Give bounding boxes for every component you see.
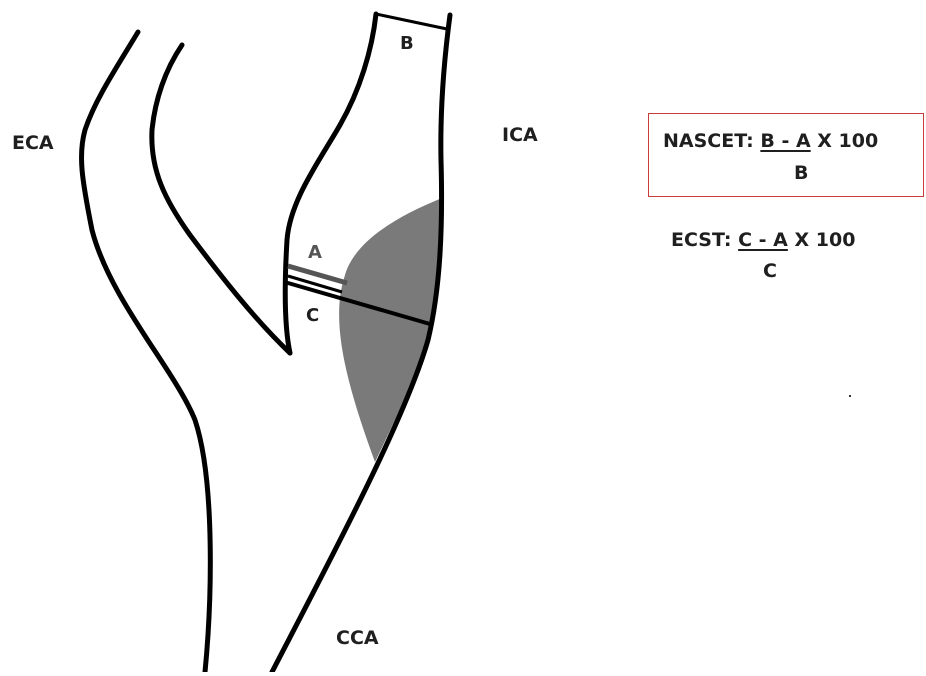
label-eca: ECA [12, 132, 54, 154]
nascet-formula: NASCET: B - A X 100 [663, 130, 878, 152]
label-b: B [400, 33, 414, 54]
nascet-multiplier: X 100 [817, 130, 878, 152]
segment-b-line [376, 14, 447, 29]
plaque-region [339, 198, 443, 462]
ecst-numerator: C - A [738, 229, 788, 251]
nascet-box [648, 113, 924, 197]
eca-inner-wall [152, 45, 290, 353]
label-a: A [308, 242, 322, 263]
label-ica: ICA [502, 124, 538, 146]
label-c: C [306, 305, 319, 326]
nascet-numerator: B - A [760, 130, 810, 152]
stray-dot [849, 395, 851, 397]
ecst-prefix: ECST: [671, 229, 731, 251]
eca-outer-wall [81, 32, 210, 672]
nascet-prefix: NASCET: [663, 130, 754, 152]
ecst-formula: ECST: C - A X 100 [671, 229, 855, 251]
nascet-denominator: B [794, 162, 808, 184]
label-cca: CCA [336, 627, 379, 649]
segment-a-line-gray [288, 266, 347, 283]
ecst-multiplier: X 100 [795, 229, 856, 251]
ecst-denominator: C [763, 260, 777, 282]
